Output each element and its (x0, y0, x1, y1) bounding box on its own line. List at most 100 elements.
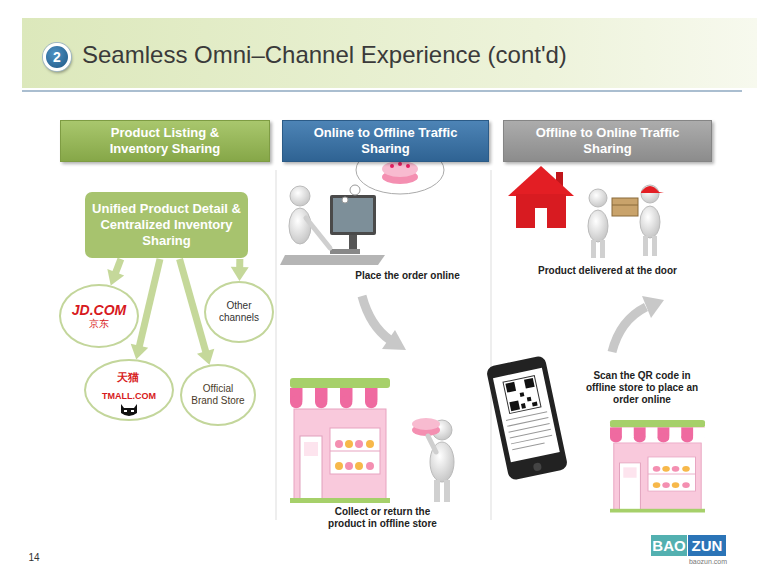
tmall-cat-icon (124, 410, 127, 412)
computer-user (333, 198, 373, 232)
title-band (22, 18, 757, 91)
delivery-people (600, 240, 605, 258)
offline-store (610, 420, 705, 513)
delivery-people (641, 186, 664, 193)
node-text: Offline to Online Traffic Sharing (510, 125, 705, 158)
delivery-people (612, 198, 638, 216)
thought-bubble (398, 162, 402, 166)
delivery-people (652, 236, 657, 256)
customer-with-cake (434, 480, 440, 502)
page-number: 14 (22, 552, 46, 563)
thought-bubble (350, 185, 360, 195)
smartphone (509, 400, 520, 411)
flow-arrow (362, 296, 406, 350)
node-text: JD.COM (72, 302, 126, 319)
tmall-cat-icon (131, 410, 134, 412)
logo-part: ZUN (688, 535, 726, 556)
flow-arrow (362, 296, 390, 340)
red-house (535, 208, 547, 228)
computer-user (330, 249, 360, 254)
computer-user (290, 186, 310, 206)
node-text: Other channels (214, 300, 264, 324)
channel-circle: 天猫TMALL.COM (84, 359, 174, 421)
smartphone (533, 462, 542, 471)
delivery-people (589, 189, 607, 207)
delivery-people (588, 185, 664, 258)
step-caption: Product delivered at the door (520, 265, 695, 277)
thought-bubble (406, 164, 410, 168)
column-header: Online to Offline Traffic Sharing (282, 120, 489, 162)
flow-arrow (612, 296, 664, 352)
smartphone (512, 443, 544, 450)
arrow-head (231, 267, 249, 281)
thought-bubble (382, 161, 418, 177)
thought-bubble (390, 164, 394, 168)
node-text: Unified Product Detail & Centralized Inv… (91, 201, 242, 250)
smartphone (511, 435, 552, 444)
smartphone (503, 376, 541, 414)
title-band (22, 18, 757, 88)
flow-arrow (107, 259, 124, 285)
delivery-people (591, 240, 596, 258)
computer-user (306, 218, 330, 248)
node-text: Official Brand Store (190, 383, 246, 407)
flow-arrow (382, 330, 406, 350)
arrow-head (197, 349, 214, 365)
flow-arrow (231, 259, 249, 281)
delivery-people (640, 206, 660, 238)
delivery-people (643, 236, 648, 256)
smartphone (486, 355, 569, 481)
step-number: 2 (43, 43, 71, 71)
computer-user (330, 195, 376, 235)
offline-store (290, 378, 390, 503)
flow-arrow (180, 259, 215, 365)
node-text: 京东 (89, 318, 109, 330)
offline-store (610, 420, 705, 513)
step-caption: Scan the QR code in offline store to pla… (578, 370, 706, 406)
flow-arrow (612, 307, 646, 352)
title-band (22, 90, 742, 92)
channel-circle: Official Brand Store (180, 364, 256, 426)
thought-bubble (342, 197, 348, 203)
flow-arrow (642, 296, 664, 318)
arrow-shaft (139, 259, 160, 348)
smartphone (520, 392, 525, 397)
smartphone (524, 378, 535, 389)
logo-url: baozun.com (686, 558, 730, 565)
channel-circle: Other channels (204, 281, 274, 343)
arrow-head (107, 269, 124, 285)
smartphone (521, 403, 526, 409)
step-caption: Place the order online (345, 270, 470, 282)
smartphone (527, 397, 532, 402)
tmall-cat-icon (121, 404, 137, 416)
computer-user (289, 208, 311, 244)
delivery-people (612, 205, 638, 206)
column-header: Offline to Online Traffic Sharing (503, 120, 712, 162)
column-divider (276, 170, 491, 520)
flow-arrow (131, 259, 160, 359)
smartphone (532, 402, 538, 407)
tmall-cat-icon (121, 404, 137, 416)
slide-title: Seamless Omni–Channel Experience (cont'd… (82, 41, 567, 69)
node-text: Product Listing & Inventory Sharing (90, 125, 240, 158)
delivery-people (588, 210, 608, 242)
smartphone (486, 355, 569, 481)
arrow-shaft (115, 259, 121, 274)
column-divider (276, 170, 277, 520)
logo-part: BAO (651, 535, 687, 556)
computer-user (280, 186, 385, 265)
node-text: 2 (53, 49, 61, 65)
node-text: Online to Offline Traffic Sharing (289, 125, 482, 158)
customer-with-cake (444, 480, 450, 502)
column-divider (491, 170, 492, 520)
arrow-shaft (180, 259, 207, 353)
red-house (516, 194, 566, 228)
node-text: TMALL.COM (102, 391, 156, 402)
customer-with-cake (428, 436, 436, 452)
customer-with-cake (412, 418, 454, 502)
customer-with-cake (412, 418, 440, 430)
computer-user (349, 235, 357, 249)
